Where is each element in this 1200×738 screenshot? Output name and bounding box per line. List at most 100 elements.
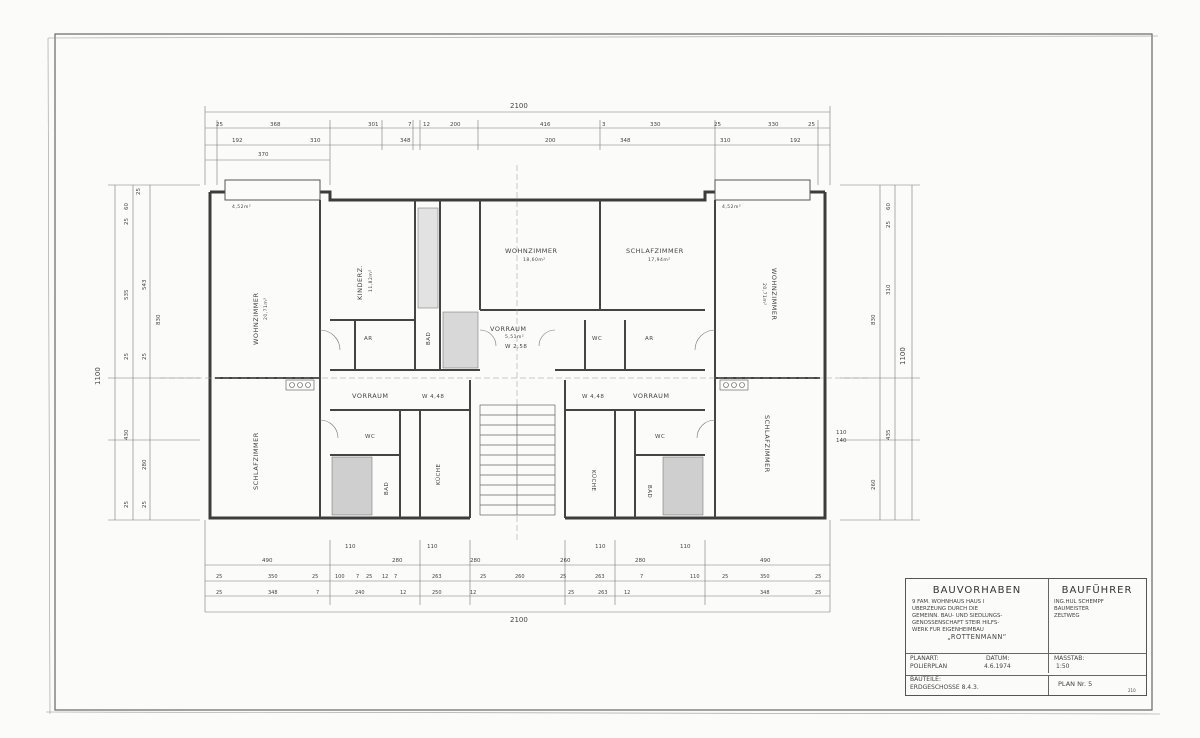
label-w-right: W 4,48 [582,394,604,400]
dimension-lines-top [204,106,831,185]
svg-text:200: 200 [450,122,461,128]
room-wohnzimmer-left-area: 20,71m² [263,297,269,320]
svg-text:25: 25 [216,590,222,596]
svg-text:110: 110 [680,544,691,550]
svg-text:25: 25 [808,122,815,128]
svg-text:348: 348 [268,590,278,596]
svg-text:12: 12 [470,590,476,596]
svg-text:830: 830 [156,314,162,325]
room-wohnzimmer-right-area: 20,71m² [761,283,767,306]
svg-text:310: 310 [886,284,892,295]
svg-text:110: 110 [836,430,847,436]
shafts [285,379,749,391]
room-schlafzimmer-left: SCHLAFZIMMER [252,432,260,490]
date-label: DATUM: [986,655,1010,662]
svg-text:100: 100 [335,574,345,580]
svg-text:260: 260 [515,574,525,580]
label-w-left: W 4,48 [422,394,444,400]
room-kinderzimmer-area: 11,82m² [368,269,374,292]
svg-text:430: 430 [124,429,130,440]
project-heading: BAUVORHABEN [932,585,1022,596]
sheet-border [45,33,1161,715]
builder-description: ING.HUL SCHEMPF BAUMEISTER ZELTWEG [1054,599,1104,619]
svg-text:263: 263 [432,574,442,580]
svg-text:310: 310 [310,138,321,144]
svg-text:25: 25 [366,574,372,580]
svg-text:250: 250 [432,590,442,596]
svg-text:543: 543 [142,279,148,290]
room-labels: WOHNZIMMER 20,71m² KINDERZ. 11,82m² WOHN… [232,204,778,498]
room-wohnzimmer-left: WOHNZIMMER [252,292,260,345]
svg-text:12: 12 [624,590,630,596]
svg-text:535: 535 [124,289,130,300]
title-block-project: BAUVORHABEN 9 FAM. WOHNHAUS HAUS I ÜBERZ… [906,579,1049,654]
svg-text:192: 192 [232,138,243,144]
svg-text:110: 110 [690,574,700,580]
balcony-right-area: 4,52m² [722,204,741,210]
svg-text:60: 60 [124,203,130,210]
svg-text:25: 25 [216,574,222,580]
svg-text:200: 200 [545,138,556,144]
room-bad-center: BAD [426,332,432,345]
svg-text:350: 350 [760,574,770,580]
dims-top-row2: 192 310 348 200 348 310 192 [232,138,801,144]
dims-bottom-row2: 25 350 25 100 7 25 12 7 263 25 260 25 26… [216,574,821,580]
svg-text:110: 110 [427,544,438,550]
svg-text:25: 25 [142,501,148,508]
svg-text:12: 12 [400,590,406,596]
room-vorraum-right: VORRAUM [633,392,670,400]
svg-text:25: 25 [722,574,728,580]
interior-walls [215,200,820,518]
room-wohnzimmer-right: WOHNZIMMER [770,268,778,321]
svg-text:12: 12 [423,122,430,128]
svg-text:25: 25 [312,574,318,580]
dims-right: 60 25 310 830 435 260 110 140 [836,203,892,490]
balconies [224,179,811,201]
svg-text:348: 348 [400,138,411,144]
date-value: 4.6.1974 [984,663,1011,670]
svg-text:7: 7 [394,574,397,580]
room-schlafzimmer-right: SCHLAFZIMMER [763,415,771,473]
room-schlafzimmer-center: SCHLAFZIMMER [626,247,684,255]
room-ar-left: AR [364,336,373,342]
svg-text:60: 60 [886,203,892,210]
room-bad-left: BAD [384,482,390,495]
svg-text:368: 368 [270,122,281,128]
svg-text:263: 263 [595,574,605,580]
svg-text:240: 240 [355,590,365,596]
room-kueche-left: KÜCHE [435,464,442,485]
svg-text:348: 348 [620,138,631,144]
label-w-center: W 2,58 [505,344,527,350]
room-ar-right: AR [645,336,654,342]
axis-lines [160,165,870,540]
svg-text:3: 3 [602,122,606,128]
svg-text:490: 490 [262,558,273,564]
room-wc-left: WC [365,434,375,440]
dims-bottom-row1: 490 110 280 110 280 260 110 280 110 490 [262,544,771,564]
svg-text:110: 110 [595,544,606,550]
svg-text:416: 416 [540,122,551,128]
scale-label: MASSTAB: [1054,655,1085,662]
dims-top-row1: 25 368 301 7 12 200 416 3 330 25 330 25 [216,122,815,128]
overall-width-top: 2100 [510,102,528,110]
plan-type: POLIERPLAN [910,663,948,670]
title-block-part: BAUTEILE: ERDGESCHOSSE 8.4.3. PLAN Nr. 5… [906,675,1146,695]
dimension-lines-bottom [204,520,831,613]
svg-text:260: 260 [560,558,571,564]
svg-text:25: 25 [886,221,892,228]
project-name: „ROTTENMANN“ [947,634,1007,641]
balcony-left-area: 4,52m² [232,204,251,210]
svg-text:25: 25 [714,122,721,128]
svg-text:192: 192 [790,138,801,144]
title-block-plan-info: PLANART: POLIERPLAN DATUM: 4.6.1974 MASS… [906,651,1146,676]
overall-width-bottom: 2100 [510,616,528,624]
title-block: BAUVORHABEN 9 FAM. WOHNHAUS HAUS I ÜBERZ… [905,578,1147,696]
svg-text:110: 110 [345,544,356,550]
svg-text:12: 12 [382,574,388,580]
project-description: 9 FAM. WOHNHAUS HAUS I ÜBERZEUNG DURCH D… [906,596,1048,641]
svg-text:140: 140 [836,438,847,444]
title-block-builder: BAUFÜHRER ING.HUL SCHEMPF BAUMEISTER ZEL… [1048,579,1146,654]
dimension-lines-sides [108,184,920,521]
corner-note: 210 [1128,688,1136,693]
dims-left: 25 60 25 543 830 535 25 25 430 280 25 25 [124,188,162,508]
